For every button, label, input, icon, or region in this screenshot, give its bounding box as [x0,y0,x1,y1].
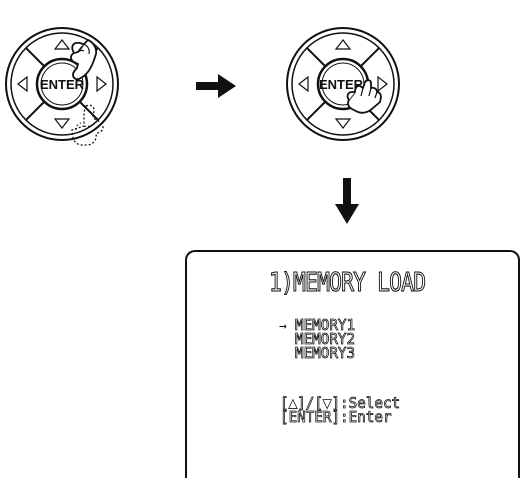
memory-item-1[interactable]: MEMORY1 [295,316,356,334]
down-arrow-icon[interactable] [53,118,71,129]
left-arrow-icon[interactable] [298,75,309,93]
memory-item-3[interactable]: MEMORY3 [295,344,356,362]
cursor-pad-right-graphic: ENTER [286,27,400,141]
help-select: [▲]/[▼]:Select [280,394,401,412]
down-arrow-icon[interactable] [334,118,352,129]
right-arrow-icon[interactable] [96,75,107,93]
up-arrow-icon[interactable] [53,39,71,50]
memory-list: MEMORY1 MEMORY2 MEMORY3 [295,316,356,362]
right-flow-arrow-icon [196,74,236,98]
cursor-pad-right: ENTER [285,26,401,142]
cursor-pad-left-graphic: ENTER [5,27,119,146]
help-enter: [ENTER]:Enter [280,408,392,426]
osd-screen: 1)MEMORY LOAD → MEMORY1 MEMORY2 MEMORY3 … [185,250,520,478]
osd-title: 1)MEMORY LOAD [269,267,427,298]
finger-pressing-up-icon [70,38,98,81]
osd-help: [▲]/[▼]:Select [ENTER]:Enter [280,394,401,426]
enter-label: ENTER [319,77,364,92]
right-arrow-icon[interactable] [377,75,388,93]
up-arrow-icon[interactable] [334,39,352,50]
selection-cursor-icon: → [279,319,287,334]
left-arrow-icon[interactable] [17,75,28,93]
down-flow-arrow-icon [335,178,359,224]
memory-item-2[interactable]: MEMORY2 [295,330,356,348]
cursor-pad-left: ENTER [4,26,120,146]
enter-label: ENTER [40,77,85,92]
finger-pressing-enter-icon [346,79,382,114]
finger-pressing-down-icon [71,104,104,146]
